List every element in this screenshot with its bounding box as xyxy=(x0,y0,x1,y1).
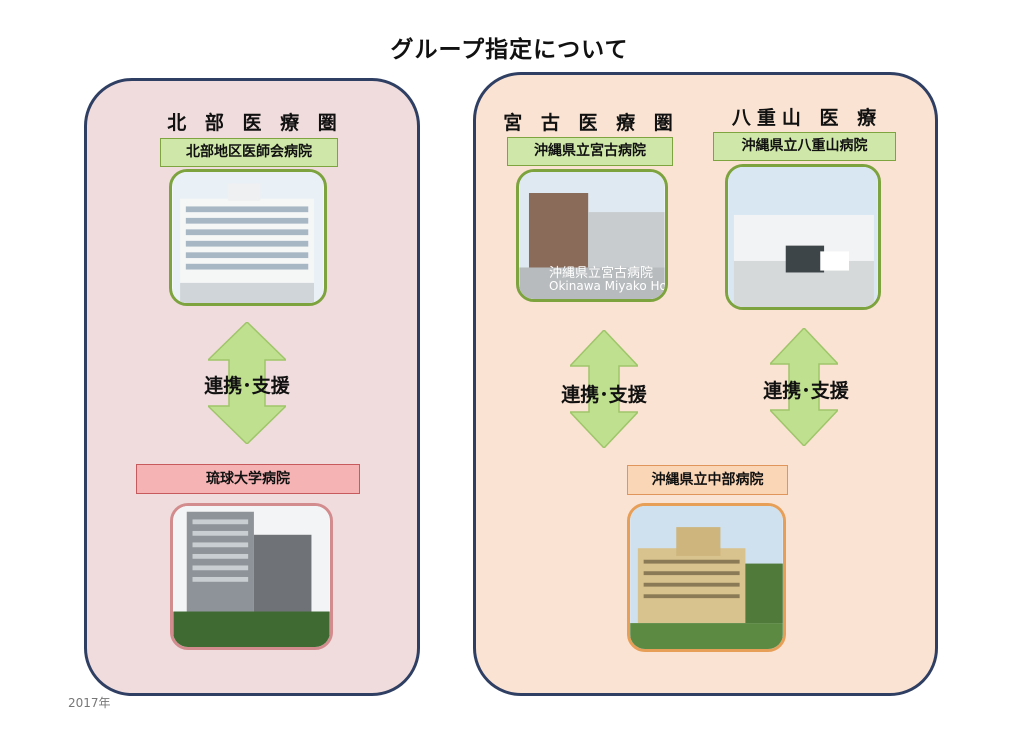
miyako-hospital-label: 沖縄県立宮古病院 xyxy=(507,137,673,166)
building-illustration xyxy=(173,506,330,647)
yaeyama-hospital-label: 沖縄県立八重山病院 xyxy=(713,132,896,161)
building-illustration xyxy=(172,172,324,303)
ryukyu-hospital-photo xyxy=(170,503,333,650)
footer-year: 2017年 xyxy=(68,694,111,711)
miyako-region-title: 宮 古 医 療 圏 xyxy=(500,108,682,135)
chubu-hospital-photo xyxy=(627,503,786,652)
link-support-label: 連携･支援 xyxy=(186,371,308,398)
northern-hospital-label: 北部地区医師会病院 xyxy=(160,138,338,167)
northern-region-title: 北 部 医 療 圏 xyxy=(150,108,360,135)
building-illustration xyxy=(728,167,878,307)
miyako-hospital-photo: 沖縄県立宮古病院 Okinawa Miyako Hospit xyxy=(516,169,668,302)
northern-hospital-photo xyxy=(169,169,327,306)
yaeyama-hospital-photo xyxy=(725,164,881,310)
page-title: グループ指定について xyxy=(0,30,1019,64)
miyako-photo-caption-en: Okinawa Miyako Hospit xyxy=(549,279,668,293)
miyako-link-support-label: 連携･支援 xyxy=(542,380,666,407)
building-illustration xyxy=(630,506,783,649)
chubu-hospital-label: 沖縄県立中部病院 xyxy=(627,465,788,495)
yaeyama-link-support-label: 連携･支援 xyxy=(744,376,868,403)
ryukyu-hospital-label: 琉球大学病院 xyxy=(136,464,360,494)
